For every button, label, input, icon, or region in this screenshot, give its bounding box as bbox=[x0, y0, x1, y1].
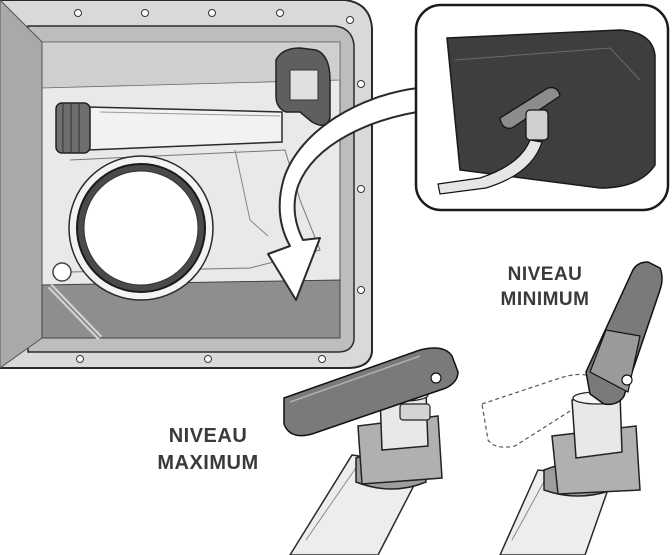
label-min-line2: MINIMUM bbox=[500, 289, 590, 310]
label-max-line2: MAXIMUM bbox=[157, 452, 259, 474]
inset-tap-handle bbox=[499, 87, 561, 129]
tap-maximum bbox=[283, 347, 459, 555]
inset-hose bbox=[437, 139, 543, 195]
label-min-line1: NIVEAU bbox=[507, 264, 583, 285]
frame-screws bbox=[74, 9, 365, 363]
screw-icon bbox=[318, 355, 326, 363]
ghost-lever-outline bbox=[481, 373, 601, 448]
max-lever bbox=[283, 347, 459, 437]
tank-left-wall bbox=[0, 0, 43, 369]
screw-icon bbox=[204, 355, 212, 363]
inspection-hatch bbox=[68, 155, 214, 301]
screw-icon bbox=[276, 9, 284, 17]
filler-pipe bbox=[55, 102, 283, 154]
label-niveau-maximum: NIVEAU MAXIMUM bbox=[138, 423, 278, 477]
screw-icon bbox=[346, 16, 354, 24]
tap-minimum bbox=[481, 261, 663, 555]
filler-cap bbox=[55, 102, 91, 154]
lever-pivot bbox=[621, 374, 633, 386]
tank-compartment bbox=[0, 0, 373, 369]
drain-plug bbox=[52, 262, 72, 282]
screw-icon bbox=[74, 9, 82, 17]
screw-icon bbox=[141, 9, 149, 17]
label-max-line1: NIVEAU bbox=[168, 425, 248, 447]
screw-icon bbox=[357, 80, 365, 88]
screw-icon bbox=[76, 355, 84, 363]
callout-arrow bbox=[267, 87, 431, 301]
detail-inset bbox=[414, 3, 670, 212]
lever-pivot bbox=[430, 372, 442, 384]
label-niveau-minimum: NIVEAU MINIMUM bbox=[480, 262, 610, 312]
screw-icon bbox=[357, 185, 365, 193]
screw-icon bbox=[357, 286, 365, 294]
screw-icon bbox=[208, 9, 216, 17]
inset-wall bbox=[446, 29, 656, 189]
